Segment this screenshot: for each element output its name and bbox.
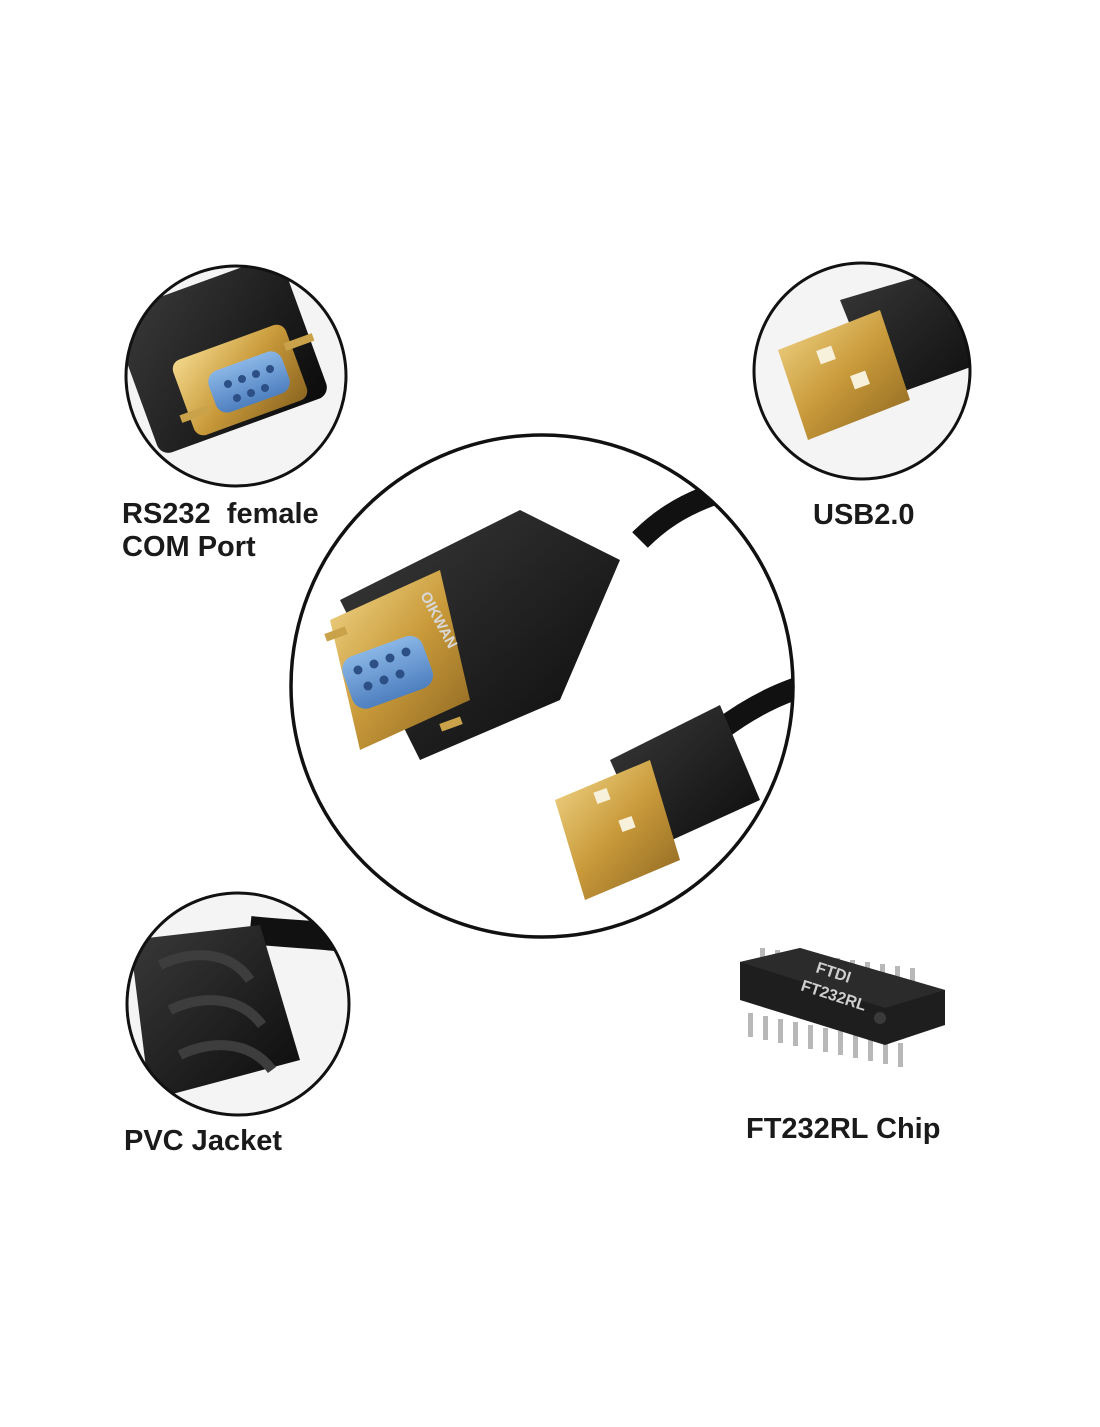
rs232-label-line1: RS232 female — [122, 498, 319, 530]
rs232-label-line2: COM Port — [122, 531, 256, 563]
ic-chip-icon: FTDI FT232RL — [740, 948, 945, 1067]
pvc-strain-relief-icon — [125, 891, 351, 1117]
main-product-view: OIKWAN — [289, 433, 795, 939]
db9-connector-icon — [124, 264, 348, 488]
chip-label: FT232RL Chip — [746, 1113, 941, 1145]
usb-label: USB2.0 — [813, 499, 915, 531]
pvc-label: PVC Jacket — [124, 1125, 282, 1157]
rs232-label: RS232 female COM Port — [122, 498, 319, 564]
usb-a-plug-icon — [752, 261, 972, 481]
